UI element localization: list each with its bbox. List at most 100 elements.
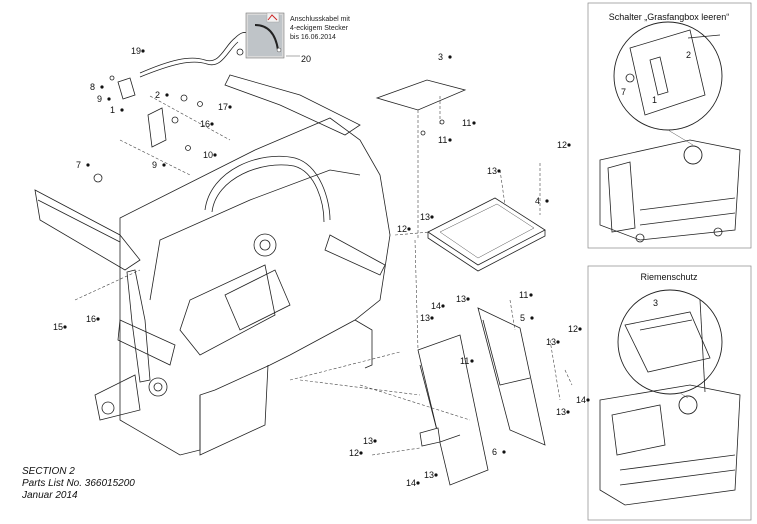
callout-label: 7 [76, 160, 81, 170]
callout-15: 15 [53, 322, 67, 332]
callout-label: 19 [131, 46, 141, 56]
callout-13: 13 [420, 212, 434, 222]
callout-dot [502, 450, 506, 454]
callout-label: 6 [492, 447, 497, 457]
callout-12: 12 [349, 448, 363, 458]
callout-dot [63, 325, 67, 329]
callout-dot [96, 317, 100, 321]
callout-label: 13 [546, 337, 556, 347]
callout-dot [228, 105, 232, 109]
callout-12: 12 [568, 324, 582, 334]
callout-label: 12 [557, 140, 567, 150]
callout-label: 13 [363, 436, 373, 446]
callout-label: 14 [431, 301, 441, 311]
callout-dot [556, 340, 560, 344]
callout-dot [472, 121, 476, 125]
belt-label-3: 3 [653, 298, 658, 308]
callout-dot [586, 398, 590, 402]
callout-label: 8 [90, 82, 95, 92]
callout-12: 12 [557, 140, 571, 150]
callout-label: 13 [556, 407, 566, 417]
callout-dot [578, 327, 582, 331]
callout-label: 11 [460, 356, 469, 366]
callout-13: 13 [420, 313, 434, 323]
callout-dot [497, 169, 501, 173]
callout-17: 17 [218, 102, 232, 112]
callout-13: 13 [487, 166, 501, 176]
callout-9: 9 [97, 94, 111, 104]
callout-11: 11 [460, 356, 474, 366]
callout-label: 9 [97, 94, 102, 104]
callout-dot [430, 215, 434, 219]
inset-ref-label: 20 [301, 54, 311, 64]
footer-section: SECTION 2 [22, 466, 75, 477]
detail-panel-switch: Schalter „Grasfangbox leeren“ 2 7 1 [587, 2, 752, 249]
callout-dot [162, 163, 166, 167]
callout-13: 13 [456, 294, 470, 304]
switch-label-1: 1 [652, 95, 657, 105]
callout-9: 9 [152, 160, 166, 170]
callout-19: 19 [131, 46, 145, 56]
callout-dot [120, 108, 124, 112]
callout-dot [530, 316, 534, 320]
callout-14: 14 [406, 478, 420, 488]
callout-1: 1 [110, 105, 124, 115]
switch-bracket-parts [93, 75, 203, 183]
callout-label: 13 [420, 313, 430, 323]
callout-11: 11 [462, 118, 476, 128]
callout-label: 12 [568, 324, 578, 334]
callout-dot [165, 93, 169, 97]
callout-16: 16 [200, 119, 214, 129]
callout-dot [448, 55, 452, 59]
callout-dot [466, 297, 470, 301]
detail-panel-belt: Riemenschutz 3 [587, 265, 752, 521]
callout-dot [470, 359, 474, 363]
part-5-panel [477, 307, 546, 446]
part-6-panel [417, 334, 489, 486]
inset-note-line3: bis 16.06.2014 [290, 34, 336, 41]
callout-label: 4 [535, 196, 540, 206]
callout-label: 11 [462, 118, 471, 128]
callout-label: 12 [397, 224, 407, 234]
assembly-lines [74, 95, 573, 456]
callout-dot [448, 138, 452, 142]
callout-14: 14 [431, 301, 445, 311]
callout-6: 6 [492, 447, 506, 457]
part-3-plate [375, 79, 467, 240]
inset-note-line2: 4-eckigem Stecker [290, 25, 349, 32]
callout-dot [86, 163, 90, 167]
callout-dot [566, 410, 570, 414]
callout-13: 13 [363, 436, 377, 446]
callout-4: 4 [535, 196, 549, 206]
callout-dot [529, 293, 533, 297]
callout-label: 16 [86, 314, 96, 324]
callout-label: 16 [200, 119, 210, 129]
footer-date: Januar 2014 [22, 490, 78, 501]
callout-13: 13 [424, 470, 438, 480]
callout-label: 9 [152, 160, 157, 170]
inset-note-line1: Anschlusskabel mit [290, 16, 350, 23]
callout-label: 17 [218, 102, 228, 112]
switch-label-7: 7 [621, 87, 626, 97]
switch-panel-title: Schalter „Grasfangbox leeren“ [609, 12, 730, 22]
cable-part [139, 32, 251, 78]
callout-5: 5 [520, 313, 534, 323]
callout-dot [441, 304, 445, 308]
callout-dot [359, 451, 363, 455]
callout-label: 2 [155, 90, 160, 100]
callout-3: 3 [438, 52, 452, 62]
switch-label-2: 2 [686, 50, 691, 60]
callout-13: 13 [556, 407, 570, 417]
callout-12: 12 [397, 224, 411, 234]
callout-dot [373, 439, 377, 443]
callout-dot [430, 316, 434, 320]
callout-label: 13 [487, 166, 497, 176]
callout-label: 3 [438, 52, 443, 62]
callout-label: 14 [576, 395, 586, 405]
belt-panel-title: Riemenschutz [640, 272, 698, 282]
callout-11: 11 [519, 290, 533, 300]
callout-16: 16 [86, 314, 100, 324]
mower-body [34, 74, 391, 456]
